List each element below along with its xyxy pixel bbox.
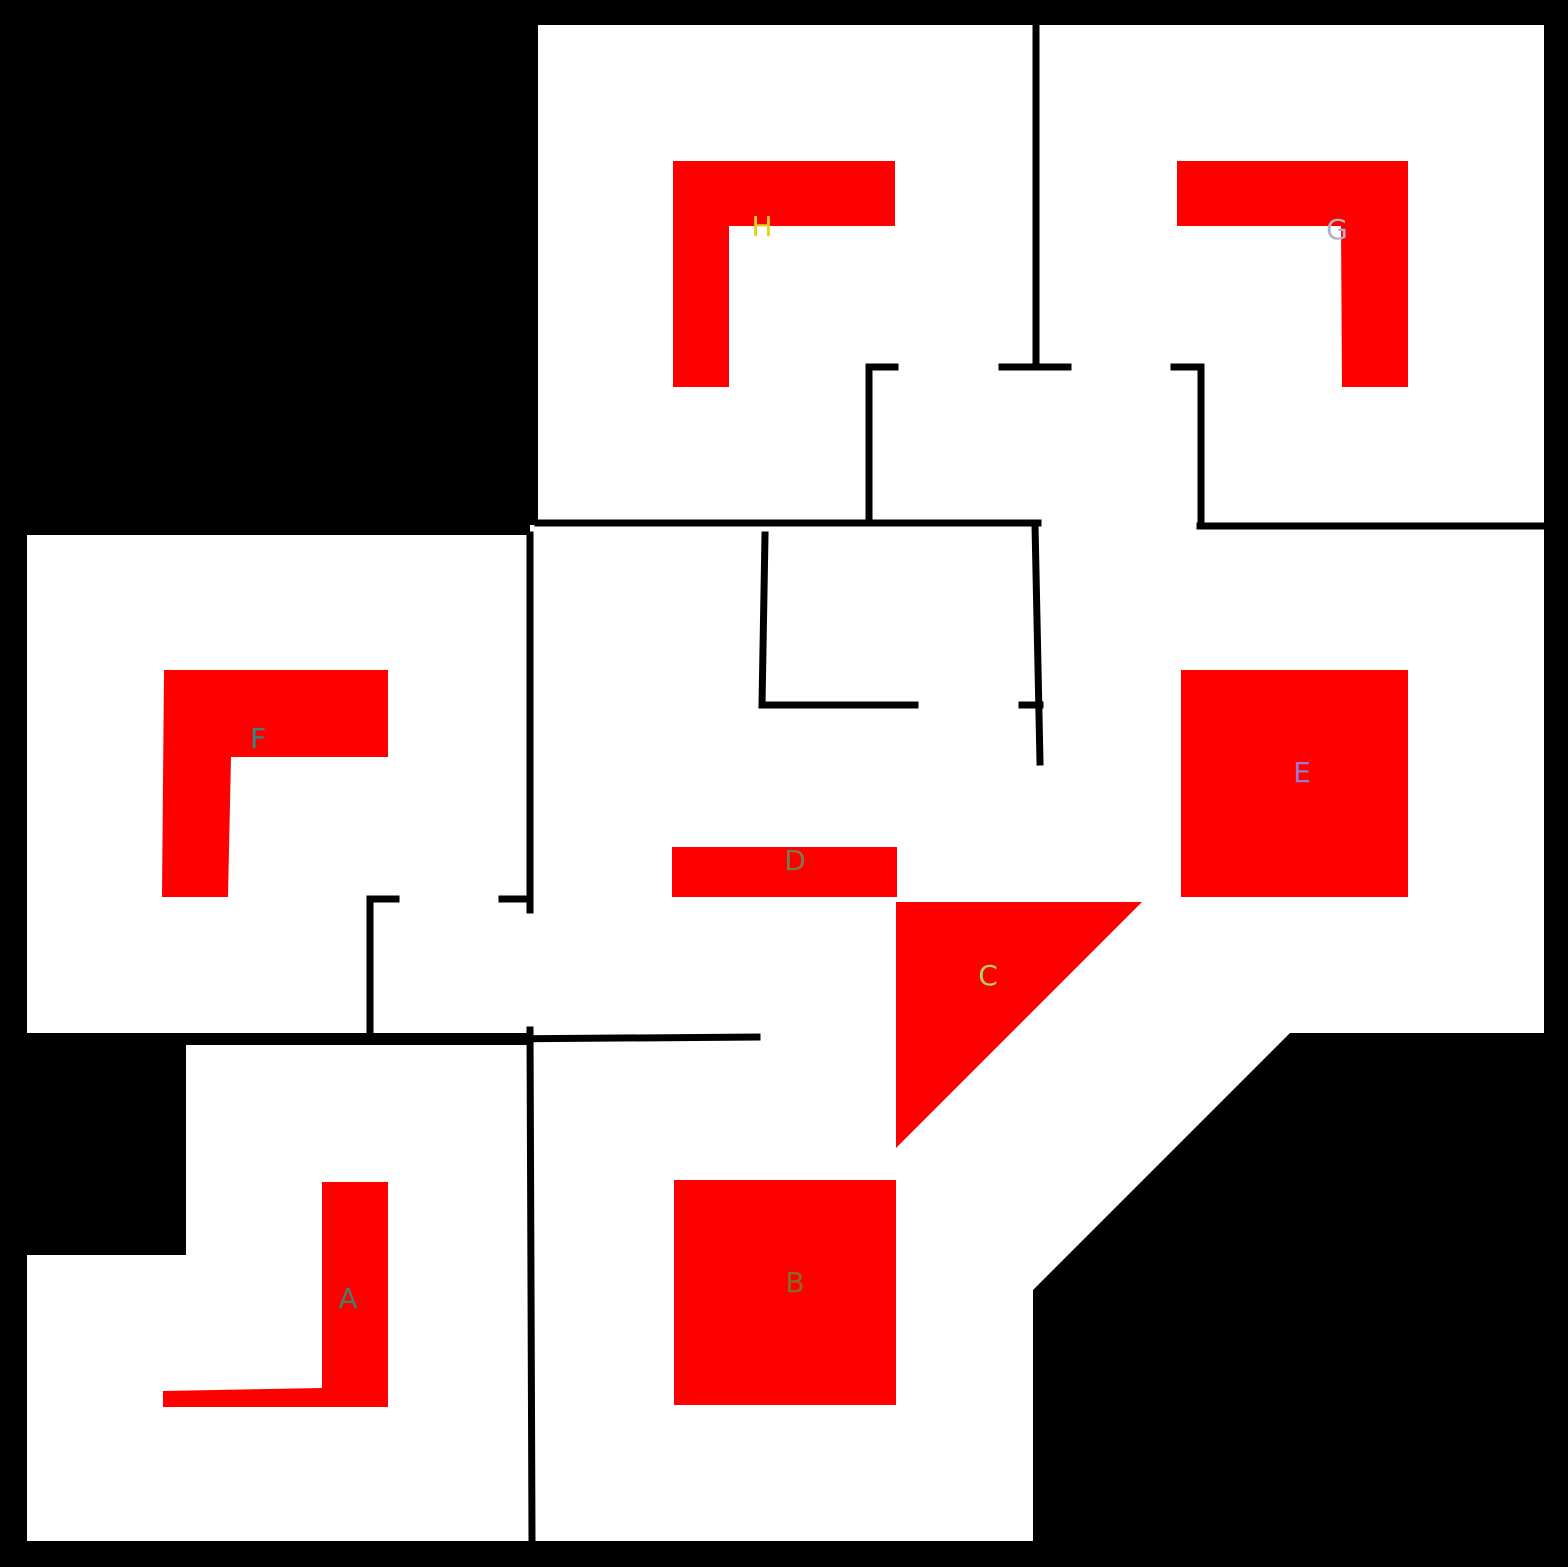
wall <box>366 895 400 1042</box>
zone-labels: A B C D E F G H <box>250 210 1348 1315</box>
zone-c-label: C <box>978 959 998 992</box>
wall <box>1031 521 1044 766</box>
zone-g-shape <box>1177 161 1408 387</box>
zone-f-label: F <box>250 722 266 755</box>
floor-middle-left-room <box>27 535 535 1033</box>
wall <box>865 363 899 527</box>
zone-a-label: A <box>338 1282 357 1315</box>
zone-e-shape <box>1181 670 1408 897</box>
wall <box>758 531 919 709</box>
floor-top-middle-room <box>538 25 1038 525</box>
floor-top-right-room <box>1036 25 1544 525</box>
zone-c-shape <box>896 902 1142 1148</box>
wall <box>526 1026 536 1545</box>
walls <box>182 21 1548 1545</box>
zone-d-shape <box>672 847 897 897</box>
floor-diagonal-corridor <box>1030 1033 1290 1290</box>
zone-b-label: B <box>785 1266 804 1299</box>
zone-a-shape <box>163 1182 388 1407</box>
wall <box>494 1033 761 1043</box>
zone-h-shape <box>673 161 895 387</box>
floor-areas <box>27 25 1544 1541</box>
zones <box>162 161 1408 1407</box>
zone-g-label: G <box>1326 213 1348 246</box>
zone-e-label: E <box>1293 756 1311 789</box>
wall <box>1170 363 1205 530</box>
zone-h-label: H <box>751 210 772 243</box>
zone-b-shape <box>674 1180 896 1405</box>
zone-f-shape <box>162 670 388 897</box>
zone-d-label: D <box>784 844 806 877</box>
